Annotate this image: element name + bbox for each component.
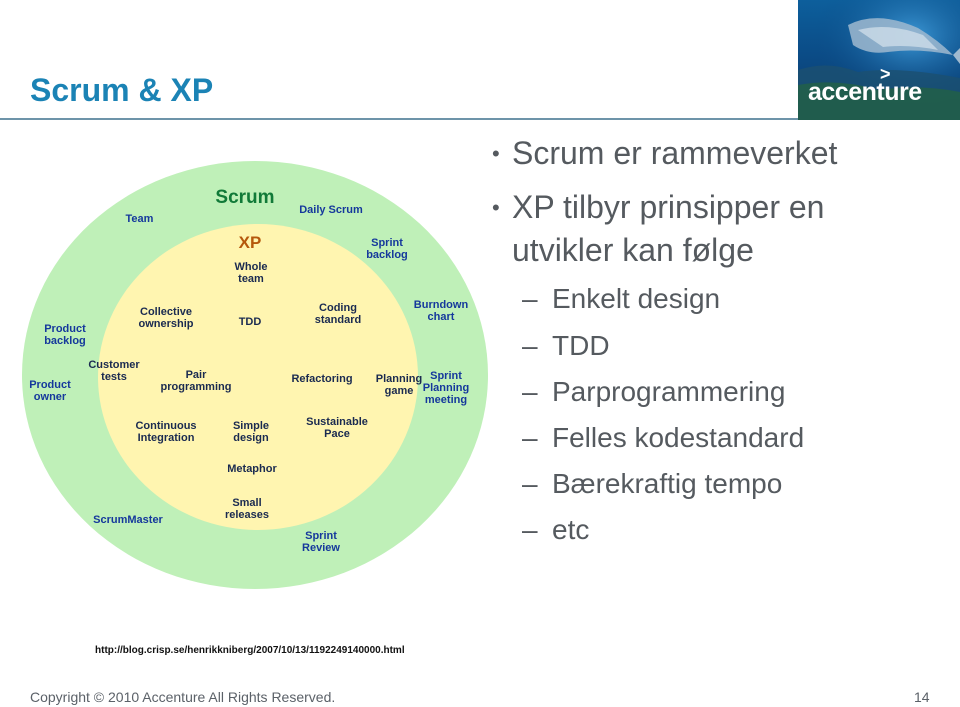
planning-game-label: Planning game <box>375 373 423 397</box>
sub-bullet-item: – Parprogrammering <box>490 375 785 409</box>
sprint-review-label: Sprint Review <box>302 530 340 554</box>
bullet-item: • XP tilbyr prinsipper en utvikler kan f… <box>490 186 912 272</box>
product-owner-label: Product owner <box>29 379 71 403</box>
metaphor-label: Metaphor <box>227 463 277 475</box>
sub-bullet-text: Felles kodestandard <box>552 422 805 453</box>
sub-bullet-item: – Bærekraftig tempo <box>490 467 782 501</box>
scrum-xp-diagram: Scrum XP Team Daily Scrum Sprint backlog… <box>20 160 490 590</box>
dash-icon: – <box>522 422 538 453</box>
sub-bullet-text: etc <box>552 514 590 545</box>
bullet-text: Scrum er rammeverket <box>512 135 838 171</box>
coding-standard-label: Coding standard <box>314 302 362 326</box>
burndown-chart-label: Burndown chart <box>413 299 469 323</box>
refactoring-label: Refactoring <box>291 373 353 385</box>
scrummaster-label: ScrumMaster <box>93 514 163 526</box>
sprint-backlog-label: Sprint backlog <box>366 237 408 261</box>
accenture-banner: accenture <box>798 0 960 120</box>
sub-bullet-item: – Enkelt design <box>490 282 720 316</box>
dash-icon: – <box>522 468 538 499</box>
product-backlog-label: Product backlog <box>44 323 86 347</box>
collective-ownership-label: Collective ownership <box>138 306 194 330</box>
sustainable-pace-label: Sustainable Pace <box>306 416 368 440</box>
source-link[interactable]: http://blog.crisp.se/henrikkniberg/2007/… <box>95 645 405 656</box>
dash-icon: – <box>522 376 538 407</box>
sub-bullet-text: Bærekraftig tempo <box>552 468 783 499</box>
dash-icon: – <box>522 514 538 545</box>
bullet-item: • Scrum er rammeverket <box>490 132 837 175</box>
title-divider <box>0 118 798 120</box>
accenture-logo: accenture <box>808 78 922 106</box>
team-label: Team <box>125 213 154 225</box>
simple-design-label: Simple design <box>232 420 270 444</box>
small-releases-label: Small releases <box>224 497 270 521</box>
sub-bullet-text: Parprogrammering <box>552 376 786 407</box>
page-number: 14 <box>914 689 930 705</box>
fish-school-image <box>798 0 960 120</box>
accenture-logo-mark: > <box>880 64 891 84</box>
sprint-planning-meeting-label: Sprint Planning meeting <box>422 370 470 406</box>
sub-bullet-text: Enkelt design <box>552 283 721 314</box>
pair-programming-label: Pair programming <box>160 369 232 393</box>
slide-title: Scrum & XP <box>30 72 214 108</box>
tdd-label: TDD <box>238 316 262 328</box>
sub-bullet-item: – Felles kodestandard <box>490 421 804 455</box>
xp-label: XP <box>238 233 262 252</box>
bullet-dot-icon: • <box>492 195 500 220</box>
diagram-circles <box>22 161 488 589</box>
bullet-dot-icon: • <box>492 141 500 166</box>
daily-scrum-label: Daily Scrum <box>299 204 363 216</box>
bullet-text: XP tilbyr prinsipper en utvikler kan føl… <box>512 189 825 268</box>
customer-tests-label: Customer tests <box>88 359 140 383</box>
continuous-integration-label: Continuous Integration <box>135 420 197 444</box>
scrum-label: Scrum <box>215 187 275 208</box>
copyright-footer: Copyright © 2010 Accenture All Rights Re… <box>30 689 336 705</box>
dash-icon: – <box>522 330 538 361</box>
xp-circle <box>98 224 418 530</box>
whole-team-label: Whole team <box>234 261 268 285</box>
sub-bullet-text: TDD <box>552 330 610 361</box>
dash-icon: – <box>522 283 538 314</box>
sub-bullet-item: – TDD <box>490 329 610 363</box>
sub-bullet-item: – etc <box>490 513 589 547</box>
